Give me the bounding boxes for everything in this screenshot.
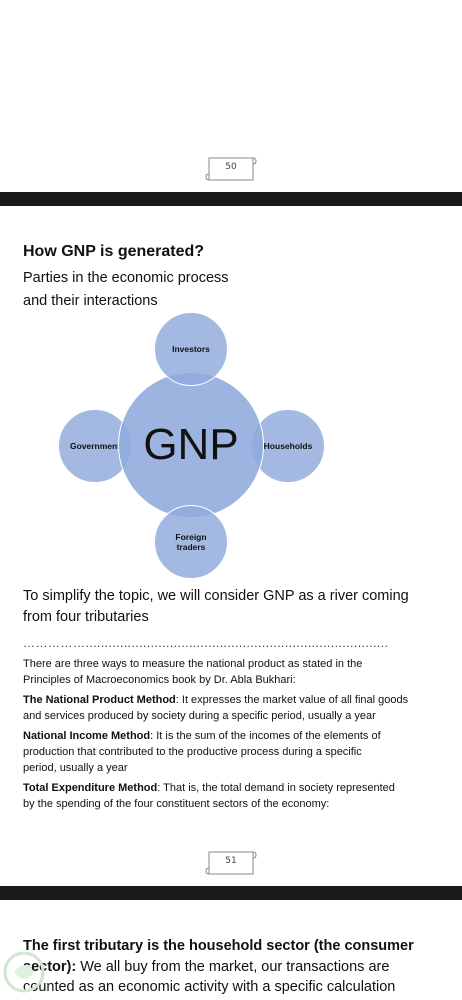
income-method: production that contributed to the produ…	[23, 746, 362, 758]
circle-label: Investors	[172, 344, 210, 354]
method-text: : It is the sum of the incomes of the el…	[150, 730, 381, 742]
dotted-divider: ……………...................................…	[23, 636, 389, 650]
product-method: and services produced by society during …	[23, 710, 376, 722]
methods-intro: Principles of Macroeconomics book by Dr.…	[23, 674, 296, 686]
product-method: The National Product Method: It expresse…	[23, 692, 443, 709]
method-label: National Income Method	[23, 730, 151, 742]
circle-government: Government	[58, 409, 132, 483]
page-number: 50	[225, 162, 237, 172]
income-method: period, usually a year	[23, 762, 128, 774]
circle-label: Households	[263, 441, 313, 451]
method-text: : That is, the total demand in society r…	[157, 782, 395, 794]
circle-label: Government	[69, 441, 121, 451]
tributary-text-part: We all buy from the market, our transact…	[76, 959, 390, 975]
method-label: Total Expenditure Method	[23, 782, 158, 794]
page-number-scroll-51: 51	[205, 848, 257, 878]
circle-investors: Investors	[154, 312, 228, 386]
circle-foreign-traders: Foreign traders	[154, 505, 228, 579]
circle-label: Foreign	[175, 532, 207, 542]
method-text: : It expresses the market value of all f…	[175, 694, 409, 706]
page-number: 51	[225, 856, 237, 866]
scroll-icon	[205, 851, 257, 875]
circle-label: traders	[176, 542, 206, 552]
tributary-heading-end: sector):	[23, 959, 77, 975]
subtitle-line: Parties in the economic process	[23, 270, 229, 286]
tributary-heading: The first tributary is the household sec…	[23, 938, 414, 954]
simplify-line: To simplify the topic, we will consider …	[23, 588, 409, 604]
section-title: How GNP is generated?	[23, 243, 205, 260]
page-separator	[0, 192, 462, 206]
page-number-scroll-50: 50	[205, 154, 257, 184]
subtitle-line: and their interactions	[23, 293, 158, 309]
watermark-logo-icon	[3, 951, 45, 993]
tributary-text: sector): We all buy from the market, our…	[23, 957, 453, 978]
income-method: National Income Method: It is the sum of…	[23, 728, 443, 745]
expenditure-method: Total Expenditure Method: That is, the t…	[23, 780, 443, 797]
method-label: The National Product Method	[23, 694, 176, 706]
methods-intro: There are three ways to measure the nati…	[23, 658, 363, 670]
tributary-text: counted as an economic activity with a s…	[23, 979, 396, 995]
simplify-line: from four tributaries	[23, 609, 149, 625]
center-label: GNP	[143, 420, 239, 469]
page-separator	[0, 886, 462, 900]
circle-gnp: GNP	[118, 372, 264, 518]
expenditure-method: by the spending of the four constituent …	[23, 798, 330, 810]
scroll-icon	[205, 157, 257, 181]
